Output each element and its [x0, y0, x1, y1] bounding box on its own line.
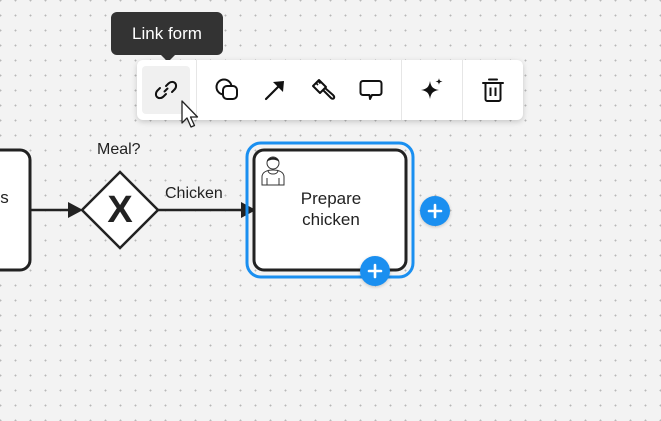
- link-icon: [154, 80, 178, 100]
- plus-icon: [427, 203, 443, 219]
- comment-button[interactable]: [347, 66, 395, 114]
- toolbar-group-edit: [197, 60, 402, 120]
- task-label-line2: chicken: [302, 210, 360, 229]
- paintbrush-icon: [312, 79, 336, 100]
- context-toolbar: [137, 60, 523, 120]
- shapes-icon: [215, 78, 238, 100]
- delete-button[interactable]: [469, 66, 517, 114]
- ai-assist-button[interactable]: [408, 66, 456, 114]
- comment-icon: [359, 80, 383, 100]
- color-button[interactable]: [299, 66, 347, 114]
- selection-outline: [245, 141, 415, 279]
- flow-label-chicken: Chicken: [165, 185, 223, 202]
- connect-button[interactable]: [251, 66, 299, 114]
- previous-task-label: 's: [0, 188, 9, 207]
- gateway-x-marker: X: [107, 189, 133, 231]
- user-task-prepare-chicken[interactable]: [252, 148, 408, 272]
- toolbar-group-ai: [402, 60, 463, 120]
- change-type-button[interactable]: [203, 66, 251, 114]
- arrowhead-icon: [68, 202, 83, 218]
- trash-icon: [482, 78, 504, 102]
- arrow-icon: [264, 81, 284, 101]
- sparkle-icon: [421, 78, 443, 99]
- gateway-label: Meal?: [97, 141, 141, 158]
- exclusive-gateway[interactable]: [80, 170, 160, 250]
- plus-icon: [367, 263, 383, 279]
- append-element-button[interactable]: [420, 196, 450, 226]
- mouse-cursor-icon: [181, 100, 199, 128]
- add-below-button[interactable]: [360, 256, 390, 286]
- task-label-line1: Prepare: [300, 189, 362, 208]
- previous-task[interactable]: [0, 148, 32, 272]
- task-label: Prepare chicken: [258, 188, 404, 230]
- tooltip: Link form: [111, 12, 223, 62]
- user-icon: [261, 156, 285, 186]
- toolbar-group-delete: [463, 60, 523, 120]
